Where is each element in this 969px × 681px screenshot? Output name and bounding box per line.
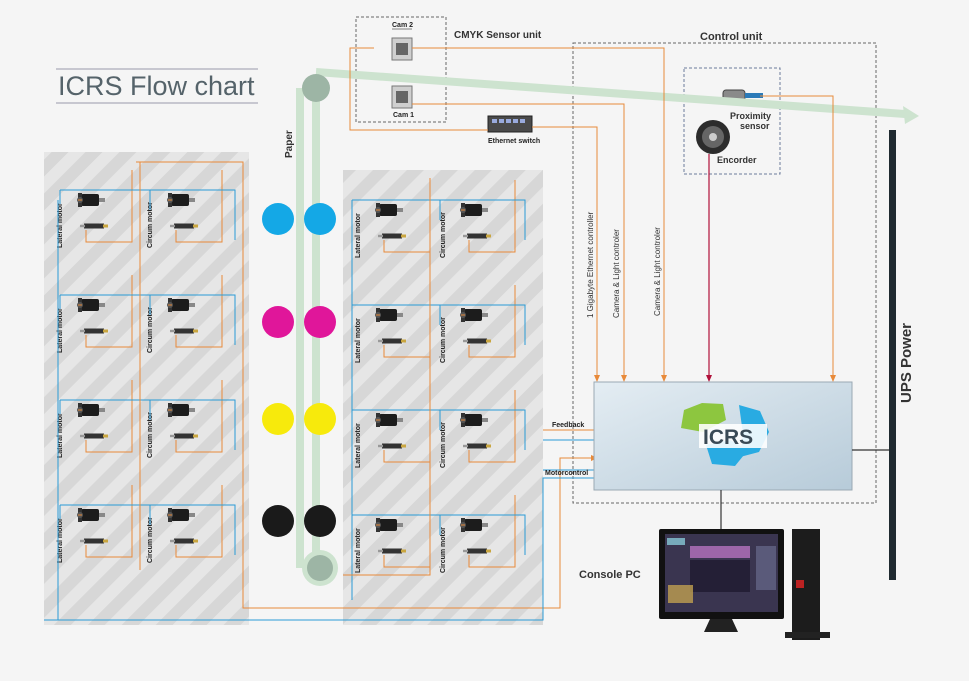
- circum-motor-label: Circum motor: [147, 202, 154, 248]
- control-unit-label: Control unit: [700, 31, 763, 43]
- motor-wire: [168, 380, 223, 453]
- lateral-motor-label: Lateral motor: [355, 318, 362, 363]
- circum-motor-label: Circum motor: [440, 212, 447, 258]
- lateral-motor-label: Lateral motor: [57, 518, 64, 563]
- console-label: Console PC: [579, 569, 641, 581]
- cam-light-controller-1-label: Camera & Light controler: [612, 229, 621, 318]
- feedback-wires: [44, 429, 594, 621]
- paper-roller-top: [302, 74, 330, 102]
- motor-wire: [78, 170, 133, 243]
- magenta-station-left: [262, 306, 294, 338]
- actuator-icon: [463, 443, 491, 449]
- circum-motor-label: Circum motor: [440, 527, 447, 573]
- motor-wire: [461, 495, 516, 568]
- actuator-icon: [170, 538, 198, 544]
- cyan-station-right: [304, 203, 336, 235]
- switch-label: Ethernet switch: [488, 138, 540, 145]
- circum-motor-label: Circum motor: [147, 517, 154, 563]
- chart-title: ICRS Flow chart: [58, 71, 255, 101]
- motor-wire: [78, 485, 133, 558]
- actuator-icon: [378, 548, 406, 554]
- encoder-icon: [696, 120, 730, 154]
- actuator-icon: [463, 233, 491, 239]
- ups-label: UPS Power: [898, 323, 915, 403]
- cam1-label: Cam 1: [393, 112, 414, 119]
- motor-wire: [461, 285, 516, 358]
- actuator-icon: [170, 328, 198, 334]
- yellow-station-right: [304, 403, 336, 435]
- circum-motor-label: Circum motor: [147, 412, 154, 458]
- gige-controller-label: 1 Gigabyte Ethernet controller: [586, 211, 595, 318]
- motorcontrol-label: Motorcontrol: [545, 470, 588, 477]
- actuator-icon: [463, 548, 491, 554]
- console-pc-icon: [659, 529, 830, 640]
- actuator-icon: [80, 223, 108, 229]
- lateral-motor-label: Lateral motor: [355, 213, 362, 258]
- lateral-motor-label: Lateral motor: [355, 528, 362, 573]
- circum-motor-label: Circum motor: [440, 317, 447, 363]
- signal-wire: [59, 294, 236, 345]
- encoder-label: Encorder: [717, 155, 757, 165]
- circum-motor-label: Circum motor: [147, 307, 154, 353]
- actuator-icon: [170, 433, 198, 439]
- icrs-logo: [681, 403, 769, 466]
- actuator-icon: [80, 538, 108, 544]
- camera-2-icon: [391, 37, 413, 61]
- lateral-motor-label: Lateral motor: [57, 413, 64, 458]
- cmyk-unit-label: CMYK Sensor unit: [454, 30, 542, 41]
- black-station-right: [304, 505, 336, 537]
- feedback-label: Feedback: [552, 422, 584, 429]
- actuator-icon: [170, 223, 198, 229]
- motor-wire: [461, 390, 516, 463]
- signal-wire: [59, 189, 236, 240]
- ethernet-switch-icon: [487, 115, 533, 133]
- motor-wire: [78, 380, 133, 453]
- motor-wire: [168, 275, 223, 348]
- actuator-icon: [80, 328, 108, 334]
- actuator-icon: [378, 443, 406, 449]
- cam-light-controller-2-label: Camera & Light controler: [653, 227, 662, 316]
- panel-spine-wire: [139, 162, 431, 576]
- paper-arrow-icon: [903, 106, 919, 124]
- left-motor-panel: [44, 152, 249, 625]
- proximity-label-line1: Proximity: [730, 111, 771, 121]
- paper-roller-bottom: [307, 555, 333, 581]
- actuator-icon: [80, 433, 108, 439]
- paper-label: Paper: [284, 130, 295, 158]
- signal-wire: [59, 399, 236, 450]
- motor-wire: [461, 180, 516, 253]
- lateral-motor-label: Lateral motor: [57, 203, 64, 248]
- cam2-label: Cam 2: [392, 22, 413, 29]
- cyan-station-left: [262, 203, 294, 235]
- motor-wire: [168, 485, 223, 558]
- motor-wire: [78, 275, 133, 348]
- yellow-station-left: [262, 403, 294, 435]
- magenta-station-right: [304, 306, 336, 338]
- actuator-icon: [378, 233, 406, 239]
- actuator-icon: [378, 338, 406, 344]
- lateral-motor-label: Lateral motor: [355, 423, 362, 468]
- circum-motor-label: Circum motor: [440, 422, 447, 468]
- actuator-icon: [463, 338, 491, 344]
- camera-1-icon: [391, 85, 413, 109]
- control-unit-box: [572, 42, 877, 504]
- proximity-label-line2: sensor: [740, 121, 770, 131]
- icrs-logo-text: ICRS: [703, 426, 753, 449]
- signal-wire: [59, 504, 236, 555]
- cmyk-sensor-unit-box: [355, 16, 447, 123]
- sensor-wires: [136, 47, 834, 609]
- panel-spine-wire: [57, 200, 353, 620]
- ink-stations: [262, 203, 336, 537]
- motor-wire: [168, 170, 223, 243]
- black-station-left: [262, 505, 294, 537]
- right-motor-panel: [343, 170, 543, 625]
- ups-power-bar: [889, 130, 896, 580]
- lateral-motor-label: Lateral motor: [57, 308, 64, 353]
- sensor-box: [683, 67, 781, 175]
